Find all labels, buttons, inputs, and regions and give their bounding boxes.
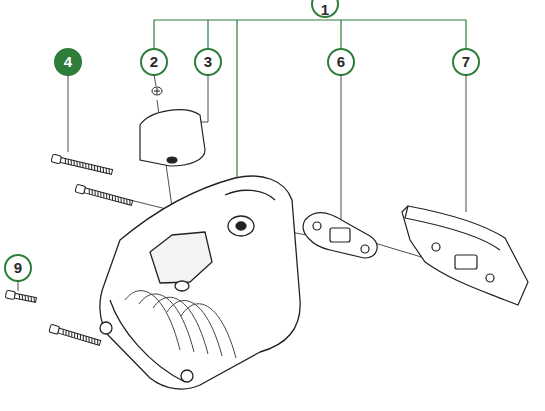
callout-number: 2: [141, 52, 167, 72]
callout-number: 9: [5, 258, 31, 278]
callout-number: 4: [55, 52, 81, 72]
callout-number: 6: [328, 52, 354, 72]
callout-number: 7: [453, 52, 479, 72]
callout-number: 3: [195, 52, 221, 72]
callout-number: 1: [312, 0, 338, 20]
